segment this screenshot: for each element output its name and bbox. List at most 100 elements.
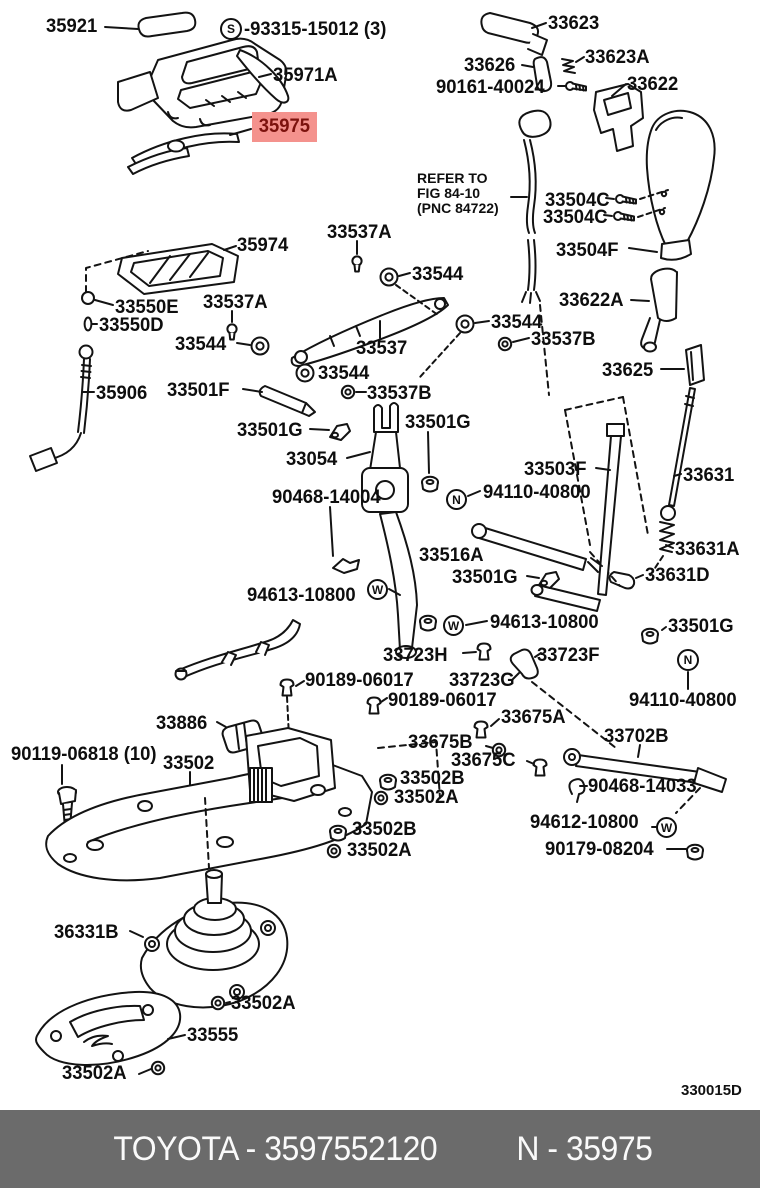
part-label-9411040800: 94110-40800 xyxy=(483,482,591,503)
refer-note-line3: (PNC 84722) xyxy=(417,200,499,217)
mount-plate-33502-sketch xyxy=(46,728,440,880)
refer-note-line1: REFER TO xyxy=(417,170,488,186)
part-label-9017908204: 90179-08204 xyxy=(545,839,654,860)
part-label-33502b: 33502B xyxy=(400,768,465,789)
part-label-9461310800: 94613-10800 xyxy=(247,585,356,606)
diagram-code: 330015D xyxy=(681,1082,742,1099)
part-label-33631d: 33631D xyxy=(645,565,710,586)
wire-35906-sketch xyxy=(30,346,94,472)
part-label-33623: 33623 xyxy=(548,13,600,34)
bolt-33502b-icon xyxy=(329,824,347,842)
part-label-33537a: 33537A xyxy=(203,292,268,313)
knob-sleeve-33622a-sketch xyxy=(631,266,678,351)
shift-lever-33054-sketch xyxy=(347,403,417,658)
knob-housing-33622-sketch xyxy=(594,84,643,151)
clip-90189-icon xyxy=(279,678,295,697)
part-label-9018906017: 90189-06017 xyxy=(388,690,497,711)
rod-33631-sketch xyxy=(649,388,695,577)
part-label-9046814033: 90468-14033 xyxy=(588,776,697,797)
symbol-circle-w: W xyxy=(367,579,388,600)
part-label-33723h: 33723H xyxy=(383,645,448,666)
part-label-35974: 35974 xyxy=(237,235,289,256)
part-label-35906: 35906 xyxy=(96,383,148,404)
part-label-33501g: 33501G xyxy=(405,412,471,433)
part-label-33631: 33631 xyxy=(683,465,735,486)
part-label-9016140024: 90161-40024 xyxy=(436,77,545,98)
pin-33501f-sketch xyxy=(243,386,315,416)
part-label-33626: 33626 xyxy=(464,55,516,76)
rod-33702b-sketch xyxy=(532,682,726,813)
part-label-33501g: 33501G xyxy=(452,567,518,588)
symbol-circle-s: S xyxy=(220,18,242,40)
shift-knob-button-33623-sketch xyxy=(481,13,547,55)
bolt-33723f-sketch xyxy=(463,642,541,680)
part-label-35975: 35975 xyxy=(252,112,317,142)
nut-90179-sketch xyxy=(667,843,704,861)
footer-part-ref: N - 35975 xyxy=(516,1130,653,1168)
part-label-33544: 33544 xyxy=(318,363,370,384)
part-label-33502b: 33502B xyxy=(352,819,417,840)
spring-33623a-sketch xyxy=(562,57,584,73)
upper-console-plate-35921-sketch xyxy=(105,13,195,37)
part-label-33516a: 33516A xyxy=(419,545,484,566)
clip-33537b-icon xyxy=(497,336,513,352)
part-label-33622a: 33622A xyxy=(559,290,624,311)
part-label-33550d: 33550D xyxy=(99,315,164,336)
part-label-33622: 33622 xyxy=(627,74,679,95)
clip-90468-14033-sketch xyxy=(569,779,587,802)
clip-33675c-icon xyxy=(532,758,548,777)
part-label-33675b: 33675B xyxy=(408,732,473,753)
bolt-33502a-icon xyxy=(326,843,342,859)
part-label-33723f: 33723F xyxy=(537,645,600,666)
part-label-33501f: 33501F xyxy=(167,380,230,401)
refer-note: REFER TO FIG 84-10 (PNC 84722) xyxy=(417,170,499,217)
refer-note-line2: FIG 84-10 xyxy=(417,185,481,202)
grommet-33675a-icon xyxy=(473,720,489,739)
part-label-33631a: 33631A xyxy=(675,539,740,560)
part-label-33504c: 33504C xyxy=(545,190,610,211)
slider-33626-sketch xyxy=(522,57,551,91)
part-label-33537b: 33537B xyxy=(531,329,596,350)
part-label-33502a: 33502A xyxy=(394,787,459,808)
gasket-33555-sketch xyxy=(36,992,185,1065)
part-label-93315150123: -93315-15012 (3) xyxy=(244,19,387,40)
part-label-33537a: 33537A xyxy=(327,222,392,243)
part-label-35921: 35921 xyxy=(46,16,98,37)
diagram-line-art xyxy=(0,0,760,1076)
part-label-901190681810: 90119-06818 (10) xyxy=(11,744,157,765)
rod-33516a-sketch xyxy=(472,524,602,572)
part-label-33544: 33544 xyxy=(175,334,227,355)
part-label-33623a: 33623A xyxy=(585,47,650,68)
bolt-90119-sketch xyxy=(58,765,76,828)
nut-icon xyxy=(419,614,437,632)
clip-33544-icon xyxy=(250,336,270,356)
lever-33537-sketch xyxy=(292,298,448,366)
part-label-9018906017: 90189-06017 xyxy=(305,670,414,691)
part-label-33504c: 33504C xyxy=(543,207,608,228)
pin-33631d-sketch xyxy=(610,572,643,589)
harness-refer-sketch xyxy=(511,111,551,303)
part-label-9461310800: 94613-10800 xyxy=(490,612,599,633)
grommet-33550e-33550d-sketch xyxy=(82,251,148,331)
symbol-circle-w: W xyxy=(443,615,464,636)
part-label-33675c: 33675C xyxy=(451,750,516,771)
symbol-circle-w: W xyxy=(656,817,677,838)
console-trim-35971a-sketch xyxy=(237,50,288,103)
part-label-33625: 33625 xyxy=(602,360,654,381)
part-label-33550e: 33550E xyxy=(115,297,179,318)
plate-33625-sketch xyxy=(661,345,704,385)
part-label-9046814004: 90468-14004 xyxy=(272,487,381,508)
part-label-33501g: 33501G xyxy=(237,420,303,441)
bolt-33502a-icon xyxy=(210,995,226,1011)
part-label-33054: 33054 xyxy=(286,449,338,470)
rod-33635a-sketch xyxy=(176,620,301,680)
bolt-33502a-bottom-sketch xyxy=(139,1060,166,1076)
part-label-33502: 33502 xyxy=(163,753,215,774)
part-label-33502a: 33502A xyxy=(231,993,296,1014)
clip-90468-14004-sketch xyxy=(330,507,359,573)
part-label-33504f: 33504F xyxy=(556,240,619,261)
screws-33504c-sketch xyxy=(604,190,668,252)
screw-90161-40024-sketch xyxy=(558,81,587,92)
symbol-circle-n: N xyxy=(677,649,699,671)
